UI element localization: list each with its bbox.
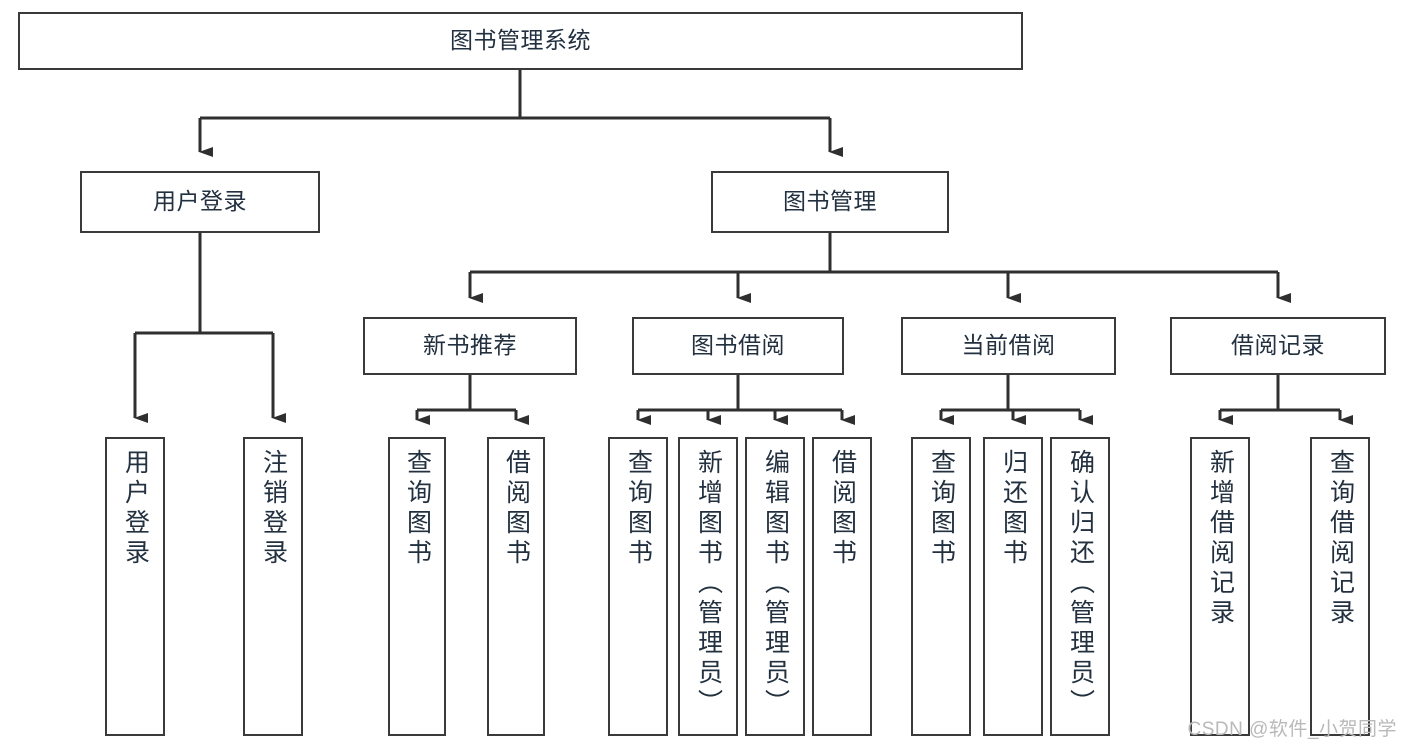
node-label: 新增图书（管理员）	[694, 449, 723, 719]
node-label: 编辑图书（管理员）	[761, 449, 790, 719]
node-root[interactable]: 图书管理系统	[18, 12, 1023, 70]
node-label: 查询借阅记录	[1326, 449, 1355, 629]
node-label: 查询图书	[624, 449, 653, 569]
node-leaf-borrow-book-recommend[interactable]: 借阅图书	[487, 437, 545, 736]
node-level2-user-login[interactable]: 用户登录	[80, 171, 320, 233]
node-level3-current-borrow[interactable]: 当前借阅	[901, 317, 1116, 375]
node-leaf-return-book[interactable]: 归还图书	[983, 437, 1043, 736]
node-label: 借阅图书	[828, 449, 857, 569]
node-level2-book-management[interactable]: 图书管理	[711, 171, 949, 233]
node-label: 当前借阅	[961, 332, 1056, 359]
node-leaf-confirm-return-admin[interactable]: 确认归还（管理员）	[1050, 437, 1110, 736]
node-leaf-user-login[interactable]: 用户登录	[105, 437, 165, 736]
node-label: 新书推荐	[423, 332, 517, 359]
node-label: 确认归还（管理员）	[1066, 449, 1095, 719]
node-label: 归还图书	[999, 449, 1028, 569]
node-level3-new-book-recommend[interactable]: 新书推荐	[363, 317, 577, 375]
node-leaf-logout[interactable]: 注销登录	[243, 437, 303, 736]
node-label: 借阅记录	[1231, 332, 1325, 359]
node-label: 图书管理	[783, 188, 877, 215]
node-label: 查询图书	[403, 449, 432, 569]
node-leaf-query-book-current[interactable]: 查询图书	[911, 437, 971, 736]
node-label: 图书借阅	[691, 332, 785, 359]
node-label: 查询图书	[927, 449, 956, 569]
node-label: 用户登录	[153, 188, 247, 215]
node-label: 注销登录	[259, 449, 288, 569]
node-level3-borrow-record[interactable]: 借阅记录	[1170, 317, 1386, 375]
node-root-label: 图书管理系统	[450, 27, 591, 54]
node-leaf-borrow-book[interactable]: 借阅图书	[812, 437, 872, 736]
node-label: 新增借阅记录	[1206, 449, 1235, 629]
node-leaf-query-book-recommend[interactable]: 查询图书	[388, 437, 446, 736]
watermark: CSDN @软件_小贺同学	[1187, 719, 1397, 740]
node-leaf-edit-book-admin[interactable]: 编辑图书（管理员）	[745, 437, 805, 736]
node-leaf-add-borrow-record[interactable]: 新增借阅记录	[1190, 437, 1250, 736]
node-level3-book-borrow[interactable]: 图书借阅	[632, 317, 844, 375]
node-label: 用户登录	[121, 449, 150, 569]
node-leaf-query-borrow-record[interactable]: 查询借阅记录	[1310, 437, 1370, 736]
node-label: 借阅图书	[502, 449, 531, 569]
node-leaf-query-book-borrow[interactable]: 查询图书	[608, 437, 668, 736]
node-leaf-add-book-admin[interactable]: 新增图书（管理员）	[678, 437, 738, 736]
